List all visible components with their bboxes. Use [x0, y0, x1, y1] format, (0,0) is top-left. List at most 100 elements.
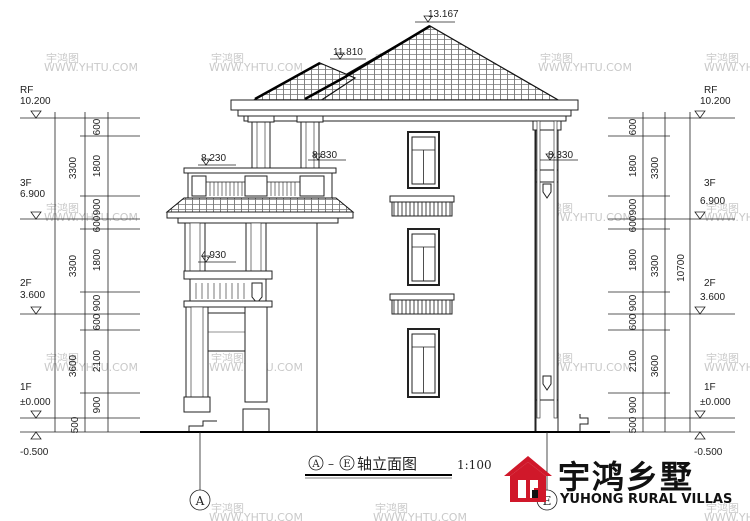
sill-2f: [389, 293, 455, 301]
watermark-url: WWW.YHTU.COM: [538, 361, 632, 374]
level-3f-name: 3F: [20, 178, 32, 189]
r-dim-1800-a: 1800: [628, 154, 639, 177]
r-dim-floor-3f: 3300: [650, 156, 661, 179]
r-dim-floor-2f: 3300: [650, 254, 661, 277]
right-level-labels: RF 10.200 3F 6.900 2F 3.600 1F ±0.000 -0…: [694, 85, 731, 458]
level-rf-name: RF: [20, 85, 33, 96]
watermark-url: WWW.YHTU.COM: [538, 211, 632, 224]
left-dim-labels: 600 1800 900 600 1800 900 600 2100 900 5…: [68, 118, 103, 433]
elev-porch-top: 8.230: [201, 153, 226, 164]
r-dim-floor-1f: 3600: [650, 354, 661, 377]
watermark-brand: 宇鸿图: [46, 351, 79, 365]
dim-600-b: 600: [92, 215, 103, 232]
dim-900-b: 900: [92, 294, 103, 311]
watermark-url: WWW.YHTU.COM: [373, 511, 467, 521]
elev-ridge: 13.167: [428, 9, 459, 20]
watermark-brand: 宇鸿图: [211, 501, 244, 515]
r-dim-900-a: 900: [628, 198, 639, 215]
drawing-title: A – E 轴立面图 1:100: [305, 455, 492, 479]
right-dim-labels: 600 1800 900 600 1800 900 600 2100 900 5…: [628, 118, 687, 433]
dim-500: 500: [70, 416, 81, 433]
window-1f: [407, 328, 440, 398]
watermark-brand: 宇鸿图: [211, 51, 244, 65]
r-dim-600-c: 600: [628, 313, 639, 330]
roof-elevation-labels: 13.167 11.810 8.230 8.330 8.330 4.930: [201, 9, 573, 261]
level-rf-elev: 10.200: [20, 96, 51, 107]
r-dim-600-b: 600: [628, 215, 639, 232]
dim-900-a: 900: [92, 198, 103, 215]
watermark-brand: 宇鸿图: [211, 351, 244, 365]
left-level-labels: RF 10.200 3F 6.900 2F 3.600 1F ±0.000 -0…: [20, 85, 51, 458]
dim-600-c: 600: [92, 313, 103, 330]
elev-parapet-mid: 8.330: [312, 150, 337, 161]
r-level-3f-elev: 6.900: [700, 196, 725, 207]
right-level-ruler: [608, 110, 735, 440]
watermark-url: WWW.YHTU.COM: [44, 61, 138, 74]
window-3f: [407, 131, 440, 189]
watermark-brand: 宇鸿图: [706, 51, 739, 65]
level-2f-name: 2F: [20, 278, 32, 289]
title-scale: 1:100: [457, 458, 492, 472]
r-level-3f-name: 3F: [704, 178, 716, 189]
r-level-2f-elev: 3.600: [700, 292, 725, 303]
r-level-ground-elev: -0.500: [694, 447, 723, 458]
elev-parapet-right: 8.330: [548, 150, 573, 161]
brand-name-cn: 宇鸿乡墅: [558, 458, 695, 496]
r-level-rf-elev: 10.200: [700, 96, 731, 107]
watermark-url: WWW.YHTU.COM: [704, 361, 750, 374]
building: [165, 24, 589, 433]
level-3f-elev: 6.900: [20, 189, 45, 200]
r-level-1f-elev: ±0.000: [700, 397, 731, 408]
roof-elevation-markers: [198, 15, 578, 263]
dim-floor-2f: 3300: [68, 254, 79, 277]
r-dim-500: 500: [628, 416, 639, 433]
r-dim-2100: 2100: [628, 349, 639, 372]
elev-porch-beam: 4.930: [201, 250, 226, 261]
house-logo-icon: [504, 456, 552, 502]
axis-bubble-e: E: [543, 494, 552, 508]
r-dim-1800-b: 1800: [628, 248, 639, 271]
watermark-brand: 宇鸿图: [540, 51, 573, 65]
r-level-2f-name: 2F: [704, 278, 716, 289]
watermark-brand: 宇鸿图: [706, 351, 739, 365]
watermark-brand: 宇鸿图: [375, 501, 408, 515]
level-1f-name: 1F: [20, 382, 32, 393]
watermark-url: WWW.YHTU.COM: [704, 61, 750, 74]
dim-1800-a: 1800: [92, 154, 103, 177]
watermark-brand: 宇鸿图: [706, 201, 739, 215]
dim-900-c: 900: [92, 396, 103, 413]
watermark-url: WWW.YHTU.COM: [209, 61, 303, 74]
brand-name-en: YUHONG RURAL VILLAS: [560, 492, 733, 507]
dim-2100: 2100: [92, 349, 103, 372]
watermark-brand: 宇鸿图: [706, 501, 739, 515]
level-ground-elev: -0.500: [20, 447, 49, 458]
level-2f-elev: 3.600: [20, 290, 45, 301]
watermark-brand: 宇鸿图: [46, 51, 79, 65]
r-dim-total: 10700: [676, 254, 687, 282]
main-roof: [297, 25, 563, 102]
window-2f: [407, 228, 440, 286]
level-1f-elev: ±0.000: [20, 397, 51, 408]
watermark-url: WWW.YHTU.COM: [209, 511, 303, 521]
watermark-url: WWW.YHTU.COM: [44, 361, 138, 374]
left-level-ruler: [20, 110, 140, 440]
watermark-url: WWW.YHTU.COM: [704, 211, 750, 224]
main-cornice: [230, 99, 579, 111]
louver-3f: [391, 201, 453, 217]
r-level-rf-name: RF: [704, 85, 717, 96]
brand-logo-block: 宇鸿乡墅 YUHONG RURAL VILLAS: [500, 446, 740, 516]
title-axis-from: A: [311, 459, 320, 470]
watermark-url: WWW.YHTU.COM: [704, 511, 750, 521]
r-dim-900-c: 900: [628, 396, 639, 413]
axis-bubble-a: A: [195, 494, 205, 508]
elev-hip: 11.810: [333, 47, 363, 58]
r-dim-600-a: 600: [628, 118, 639, 135]
sill-3f: [389, 195, 455, 203]
dim-floor-3f: 3300: [68, 156, 79, 179]
dim-1800-b: 1800: [92, 248, 103, 271]
dim-600-a: 600: [92, 118, 103, 135]
watermark-url: WWW.YHTU.COM: [538, 61, 632, 74]
title-dash: –: [328, 457, 334, 471]
title-axis-to: E: [343, 459, 350, 470]
